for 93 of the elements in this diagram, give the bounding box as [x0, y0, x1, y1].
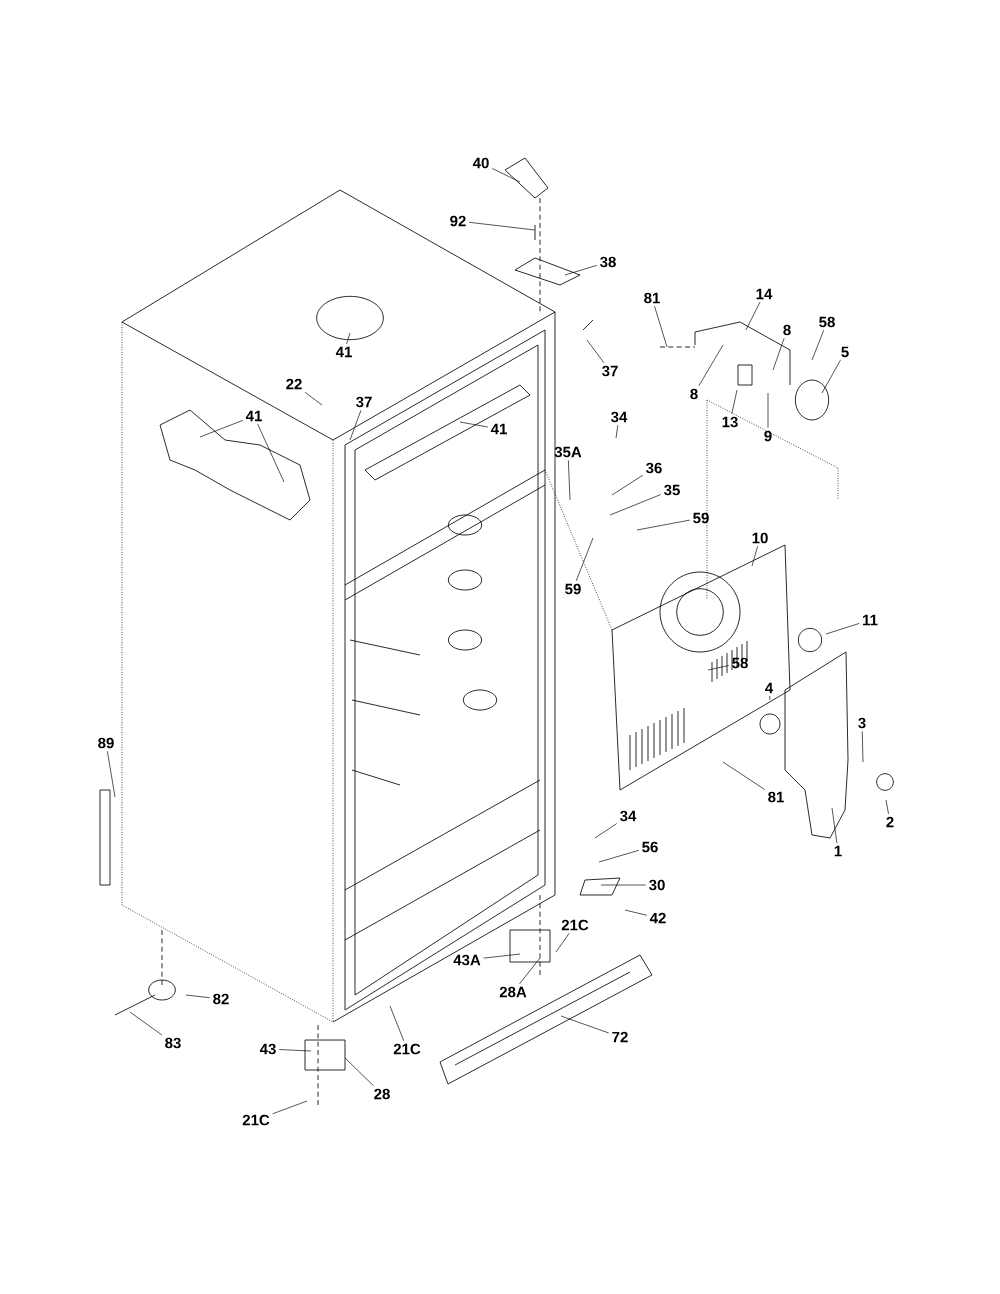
- leader-line: [586, 339, 605, 364]
- leader-line: [861, 730, 864, 763]
- leader-line: [129, 1011, 163, 1036]
- leader-line: [459, 421, 489, 428]
- callout-number: 40: [472, 157, 489, 169]
- leader-line: [560, 1015, 610, 1034]
- leader-line: [636, 519, 691, 531]
- leader-line: [594, 823, 618, 839]
- leader-line: [575, 537, 594, 582]
- leader-line: [825, 623, 860, 635]
- callout-number: 21C: [393, 1043, 421, 1055]
- leader-line: [199, 420, 244, 438]
- leader-line: [107, 750, 116, 798]
- callout-number: 89: [98, 737, 114, 749]
- leader-line: [278, 1049, 312, 1052]
- callout-number: 82: [213, 993, 229, 1005]
- callout-number: 41: [245, 410, 262, 422]
- leader-line: [349, 409, 362, 441]
- leader-line: [624, 909, 648, 916]
- callout-number: 58: [732, 657, 748, 669]
- leader-line: [831, 807, 838, 844]
- leader-line: [389, 1005, 405, 1042]
- leader-line: [491, 168, 521, 183]
- callout-number: 30: [649, 879, 665, 891]
- callout-number: 43: [259, 1043, 276, 1055]
- callout-number: 8: [690, 388, 698, 400]
- leader-line: [564, 265, 598, 276]
- callout-number: 72: [612, 1031, 628, 1043]
- callout-number: 56: [642, 841, 658, 853]
- leader-line: [698, 344, 724, 387]
- callout-number: 81: [768, 791, 784, 803]
- callout-number: 81: [644, 292, 660, 304]
- leader-line: [598, 850, 640, 863]
- leader-line: [615, 424, 619, 439]
- callout-number: 2: [886, 816, 894, 828]
- leader-line: [519, 957, 541, 985]
- callout-number: 4: [765, 682, 774, 694]
- leader-line: [600, 884, 647, 886]
- leader-line: [344, 1057, 374, 1087]
- callout-number: 11: [863, 614, 878, 626]
- callout-number: 3: [858, 717, 866, 729]
- callout-number: 34: [611, 411, 628, 423]
- leader-line: [821, 359, 841, 394]
- callout-number: 83: [165, 1037, 181, 1049]
- leader-line: [257, 423, 285, 483]
- leader-line: [885, 799, 889, 815]
- callout-number: 92: [450, 215, 466, 227]
- callout-number: 14: [756, 288, 773, 300]
- leader-line: [722, 761, 766, 790]
- leader-line: [811, 329, 825, 361]
- leader-line: [654, 305, 668, 348]
- leader-line: [769, 695, 771, 701]
- leader-line: [772, 337, 785, 371]
- callout-number: 34: [620, 810, 637, 822]
- callout-number: 35A: [554, 446, 582, 458]
- leader-line: [745, 301, 761, 331]
- callout-number: 28: [374, 1088, 390, 1100]
- callout-number: 21C: [561, 919, 589, 931]
- callout-number: 22: [286, 378, 302, 390]
- callout-number: 8: [783, 324, 791, 336]
- callout-number: 35: [664, 484, 680, 496]
- callout-number: 37: [602, 365, 618, 377]
- leader-line: [483, 953, 521, 959]
- callout-number: 9: [764, 430, 772, 442]
- leader-line: [272, 1100, 308, 1115]
- callout-number: 59: [565, 583, 581, 595]
- leader-line: [568, 459, 571, 501]
- leader-line: [767, 392, 769, 429]
- leader-line: [185, 994, 211, 999]
- callout-number: 36: [646, 462, 662, 474]
- leader-line: [707, 665, 730, 671]
- leader-line: [609, 494, 662, 516]
- callout-number: 28A: [499, 986, 527, 998]
- callout-number: 42: [649, 912, 666, 924]
- leader-line: [468, 222, 536, 231]
- callout-number: 5: [841, 346, 849, 358]
- callout-number: 21C: [242, 1114, 270, 1126]
- leader-line: [751, 545, 758, 567]
- callout-number: 1: [834, 845, 842, 857]
- callout-number: 41: [490, 423, 507, 435]
- callout-number: 37: [356, 396, 372, 408]
- leader-line: [731, 389, 738, 415]
- callout-number: 59: [693, 512, 709, 524]
- leader-line: [555, 932, 570, 953]
- callout-number: 58: [819, 316, 835, 328]
- callout-number: 38: [600, 256, 616, 268]
- callout-number: 13: [722, 416, 738, 428]
- callout-number: 41: [335, 346, 352, 358]
- callout-number: 10: [752, 532, 768, 544]
- leader-line: [611, 474, 644, 496]
- leader-line: [304, 391, 323, 406]
- callout-number: 43A: [453, 954, 481, 966]
- leader-line: [346, 332, 351, 345]
